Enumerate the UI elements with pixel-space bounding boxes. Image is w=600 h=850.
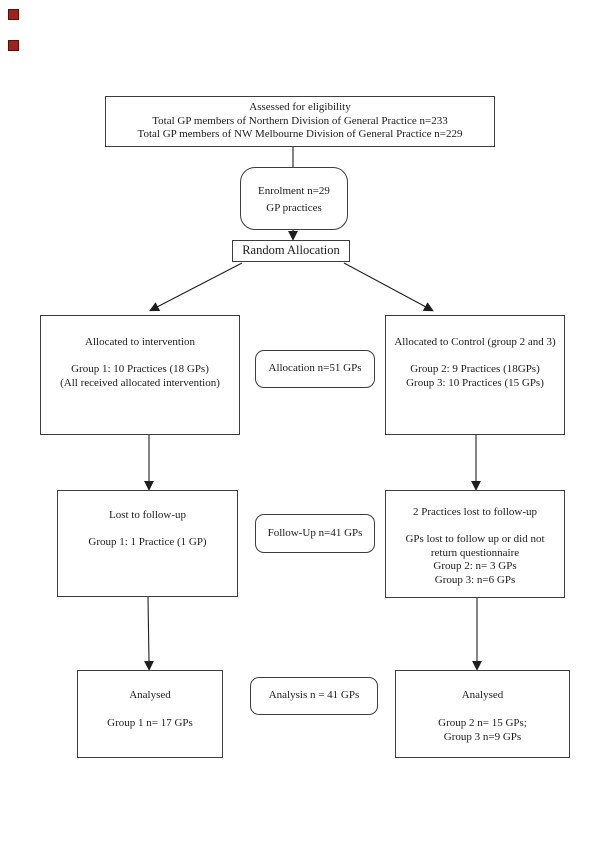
allocation-stage-box: Allocation n=51 GPs [255,350,375,388]
arrow-randomallocation-intervention [149,262,243,312]
random-allocation-box: Random Allocation [232,240,350,262]
eligibility-box: Assessed for eligibility Total GP member… [105,96,495,147]
allocated-control-box: Allocated to Control (group 2 and 3) Gro… [385,315,565,435]
analysis-stage-box: Analysis n = 41 GPs [250,677,378,715]
analysed-intervention-box: Analysed Group 1 n= 17 GPs [77,670,223,758]
lost-followup-control-box: 2 Practices lost to follow-up GPs lost t… [385,490,565,598]
enrolment-box: Enrolment n=29 GP practices [240,167,348,230]
allocated-intervention-box: Allocated to intervention Group 1: 10 Pr… [40,315,240,435]
arrow-followup-analysed-left [144,596,154,671]
broken-image-icon [8,40,19,51]
arrow-randomallocation-control [343,262,434,312]
broken-image-icon [8,9,19,20]
lost-followup-intervention-box: Lost to follow-up Group 1: 1 Practice (1… [57,490,238,597]
followup-stage-box: Follow-Up n=41 GPs [255,514,375,553]
analysed-control-box: Analysed Group 2 n= 15 GPs; Group 3 n=9 … [395,670,570,758]
